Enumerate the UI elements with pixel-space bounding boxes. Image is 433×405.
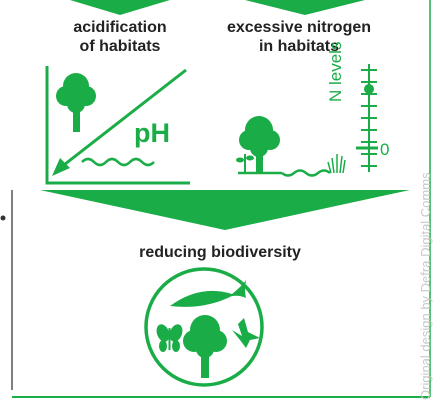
acidification-label: acidification of habitats <box>73 19 167 55</box>
left-dot <box>0 215 6 221</box>
bird-icon <box>232 318 260 348</box>
nitrogen-label: excessive nitrogen in habitats <box>226 19 372 55</box>
top-arrow-right <box>245 0 365 15</box>
water-icon <box>281 169 331 177</box>
grass-icon <box>327 154 346 174</box>
tree-icon <box>239 116 280 172</box>
biodiversity-circle <box>144 267 264 387</box>
fish-icon <box>170 280 246 307</box>
nitrogen-panel <box>236 64 378 177</box>
zero-label: 0 <box>380 140 390 159</box>
acid-diagonal-arrowhead <box>52 158 70 176</box>
acidification-panel <box>45 66 190 185</box>
big-down-arrow <box>40 190 410 230</box>
water-icon <box>81 157 155 167</box>
acid-diagonal-arrow-line <box>59 68 187 170</box>
acid-axes <box>45 66 190 185</box>
ph-label: pH <box>134 118 170 148</box>
tree-icon <box>56 73 96 132</box>
reducing-biodiversity-label: reducing biodiversity <box>139 244 301 261</box>
tree-icon <box>183 315 227 378</box>
n-scale-ticks <box>361 69 377 167</box>
credit-label: Original design by Defra Digital Comms <box>418 172 433 400</box>
plant-icon <box>236 154 254 172</box>
butterfly-icon <box>156 324 183 352</box>
top-arrow-left <box>70 0 170 15</box>
n-level-marker <box>364 84 374 94</box>
n-levels-label: N levels <box>326 41 345 102</box>
